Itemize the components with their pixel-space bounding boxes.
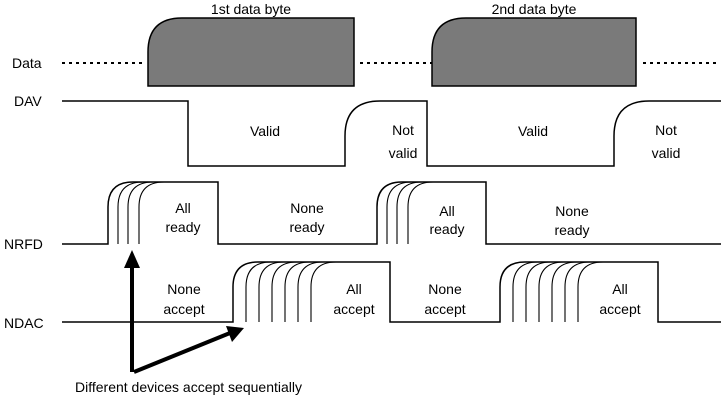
ndac-waveform [62,261,721,323]
nrfd-all-ready-1-line1: All [175,200,191,216]
dav-valid-1: Valid [250,123,280,139]
nrfd-device-rise-curves-2 [386,181,434,244]
nrfd-waveform [62,181,721,245]
nrfd-all-ready-2-line1: All [439,203,455,219]
ndac-none-accept-1-line1: None [167,281,201,297]
nrfd-none-ready-2-line2: ready [554,222,589,238]
dav-not-valid-1-line2: valid [389,145,418,161]
nrfd-all-ready-1-line2: ready [165,219,200,235]
ndac-signal-label: NDAC [4,315,44,331]
dav-not-valid-1-line1: Not [392,122,414,138]
nrfd-none-ready-1-line2: ready [289,219,324,235]
nrfd-none-ready-2-line1: None [555,203,589,219]
ndac-device-rise-curves-2 [512,261,604,322]
nrfd-signal-label: NRFD [4,236,43,252]
second-data-byte-block [431,17,637,87]
ndac-none-accept-2-line2: accept [424,301,465,317]
annotation-arrow-diagonal-shaft [133,331,231,374]
dav-not-valid-2-line1: Not [655,122,677,138]
ndac-all-accept-2-line1: All [612,281,628,297]
ndac-all-accept-2-line2: accept [599,301,640,317]
ndac-none-accept-2-line1: None [428,281,462,297]
nrfd-device-rise-curves-1 [117,181,165,244]
first-data-byte-block [147,17,355,87]
annotation-arrow-up-head [124,250,140,268]
nrfd-all-ready-2-line2: ready [429,221,464,237]
nrfd-none-ready-1-line1: None [290,200,324,216]
dav-valid-2: Valid [518,123,548,139]
dav-signal-label: DAV [14,93,42,109]
annotation-arrow-diagonal-head [226,326,244,342]
dav-not-valid-2-line2: valid [652,145,681,161]
annotation-text: Different devices accept sequentially [75,379,302,395]
dav-waveform [62,100,721,167]
ndac-none-accept-1-line2: accept [163,301,204,317]
ndac-all-accept-1-line2: accept [333,301,374,317]
ndac-all-accept-1-line1: All [346,281,362,297]
first-data-byte-label: 1st data byte [211,1,291,17]
ndac-device-rise-curves-1 [245,261,337,322]
data-signal-label: Data [12,55,42,71]
second-data-byte-label: 2nd data byte [492,1,577,17]
